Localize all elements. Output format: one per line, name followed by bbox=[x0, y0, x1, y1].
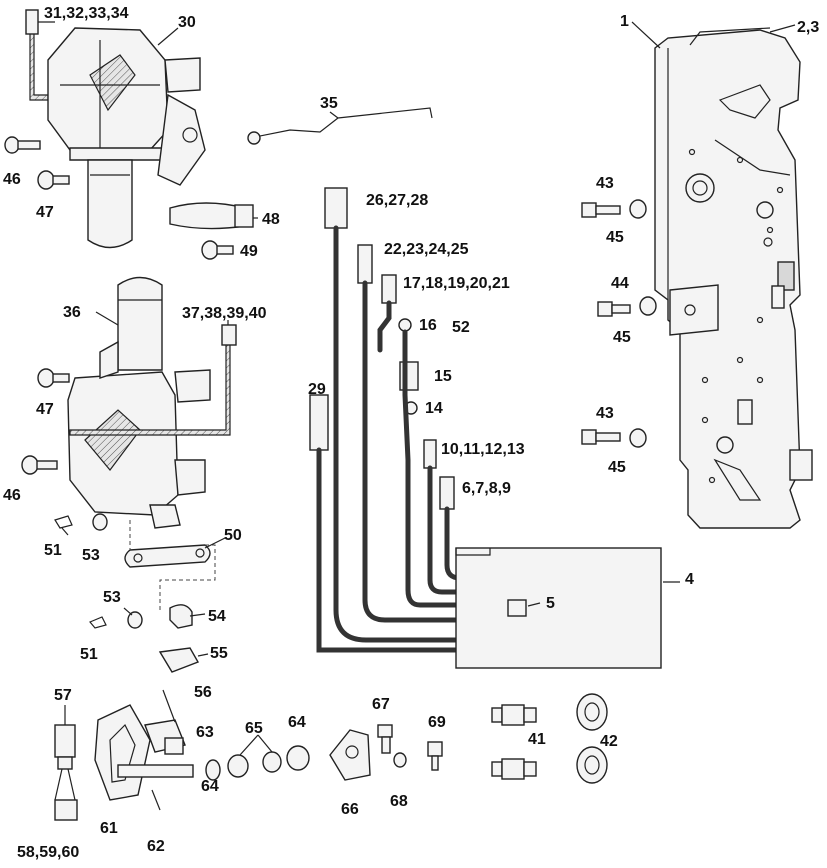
callout-63: 63 bbox=[196, 724, 214, 741]
callout-53-upper: 53 bbox=[82, 547, 100, 564]
callout-56: 56 bbox=[194, 684, 212, 701]
callout-53-lower: 53 bbox=[103, 589, 121, 606]
callout-4: 4 bbox=[685, 571, 694, 588]
callout-42: 42 bbox=[600, 733, 618, 750]
callout-64-right: 64 bbox=[288, 714, 306, 731]
grommets-42 bbox=[576, 693, 608, 784]
callout-31-34: 31,32,33,34 bbox=[44, 5, 129, 22]
bolt-washer-set-upper bbox=[581, 199, 647, 219]
callout-47-upper: 47 bbox=[36, 204, 54, 221]
callout-66: 66 bbox=[341, 801, 359, 818]
callout-5: 5 bbox=[546, 595, 555, 612]
callout-61: 61 bbox=[100, 820, 118, 837]
bushing-set bbox=[205, 745, 310, 781]
callout-50: 50 bbox=[224, 527, 242, 544]
callout-51-upper: 51 bbox=[44, 542, 62, 559]
trim-motor-upper bbox=[25, 9, 206, 249]
callout-55: 55 bbox=[210, 645, 228, 662]
callout-labels: 1 2,3 4 5 6,7,8,9 10,11,12,13 14 15 16 1… bbox=[3, 5, 819, 861]
callout-67: 67 bbox=[372, 696, 390, 713]
callout-46-lower: 46 bbox=[3, 487, 21, 504]
callout-6-9: 6,7,8,9 bbox=[462, 480, 511, 497]
bracket-63 bbox=[144, 689, 186, 755]
callout-35: 35 bbox=[320, 95, 338, 112]
callout-51-lower: 51 bbox=[80, 646, 98, 663]
callout-15: 15 bbox=[434, 368, 452, 385]
callout-37-40: 37,38,39,40 bbox=[182, 305, 267, 322]
callout-69: 69 bbox=[428, 714, 446, 731]
switch-57 bbox=[54, 724, 78, 821]
bolt-washer-set-lower bbox=[581, 428, 647, 448]
trim-rod bbox=[247, 107, 433, 145]
callout-36: 36 bbox=[63, 304, 81, 321]
callout-2-3: 2,3 bbox=[797, 19, 819, 36]
callout-14: 14 bbox=[425, 400, 443, 417]
callout-22-25: 22,23,24,25 bbox=[384, 241, 469, 258]
bolt-washer-set-middle bbox=[597, 296, 657, 317]
callout-43-upper: 43 bbox=[596, 175, 614, 192]
screws-lower bbox=[21, 368, 70, 475]
callout-30: 30 bbox=[178, 14, 196, 31]
callout-68: 68 bbox=[390, 793, 408, 810]
callout-1: 1 bbox=[620, 13, 629, 30]
callout-17-21: 17,18,19,20,21 bbox=[403, 275, 510, 292]
screws-upper bbox=[4, 136, 70, 190]
callout-49: 49 bbox=[240, 243, 258, 260]
callout-45-middle: 45 bbox=[613, 329, 631, 346]
bracket-61 bbox=[94, 704, 194, 801]
hose-clamp bbox=[169, 202, 254, 230]
callout-44: 44 bbox=[611, 275, 629, 292]
callout-52: 52 bbox=[452, 319, 470, 336]
link-arm bbox=[124, 520, 216, 610]
callout-54: 54 bbox=[208, 608, 226, 625]
screw-67 bbox=[377, 724, 393, 754]
washer-68 bbox=[393, 752, 407, 768]
callout-45-upper: 45 bbox=[606, 229, 624, 246]
callout-26-28: 26,27,28 bbox=[366, 192, 428, 209]
screw-49 bbox=[201, 240, 234, 260]
callout-65: 65 bbox=[245, 720, 263, 737]
fitting-69 bbox=[427, 741, 443, 771]
callout-10-13: 10,11,12,13 bbox=[441, 441, 525, 458]
callout-16: 16 bbox=[419, 317, 437, 334]
callout-48: 48 bbox=[262, 211, 280, 228]
callout-57: 57 bbox=[54, 687, 72, 704]
callout-47-lower: 47 bbox=[36, 401, 54, 418]
callout-29: 29 bbox=[308, 381, 326, 398]
wiring-harness bbox=[309, 187, 662, 669]
fittings-41 bbox=[491, 704, 537, 780]
small-hardware bbox=[54, 513, 200, 673]
callout-58-60: 58,59,60 bbox=[17, 844, 79, 861]
callout-41: 41 bbox=[528, 731, 546, 748]
callout-45-lower: 45 bbox=[608, 459, 626, 476]
callout-64-left: 64 bbox=[201, 778, 219, 795]
callout-43-lower: 43 bbox=[596, 405, 614, 422]
trim-motor-lower bbox=[67, 276, 237, 529]
mounting-plate bbox=[654, 27, 813, 529]
callout-46-upper: 46 bbox=[3, 171, 21, 188]
callout-62: 62 bbox=[147, 838, 165, 855]
mount-66 bbox=[329, 729, 371, 781]
